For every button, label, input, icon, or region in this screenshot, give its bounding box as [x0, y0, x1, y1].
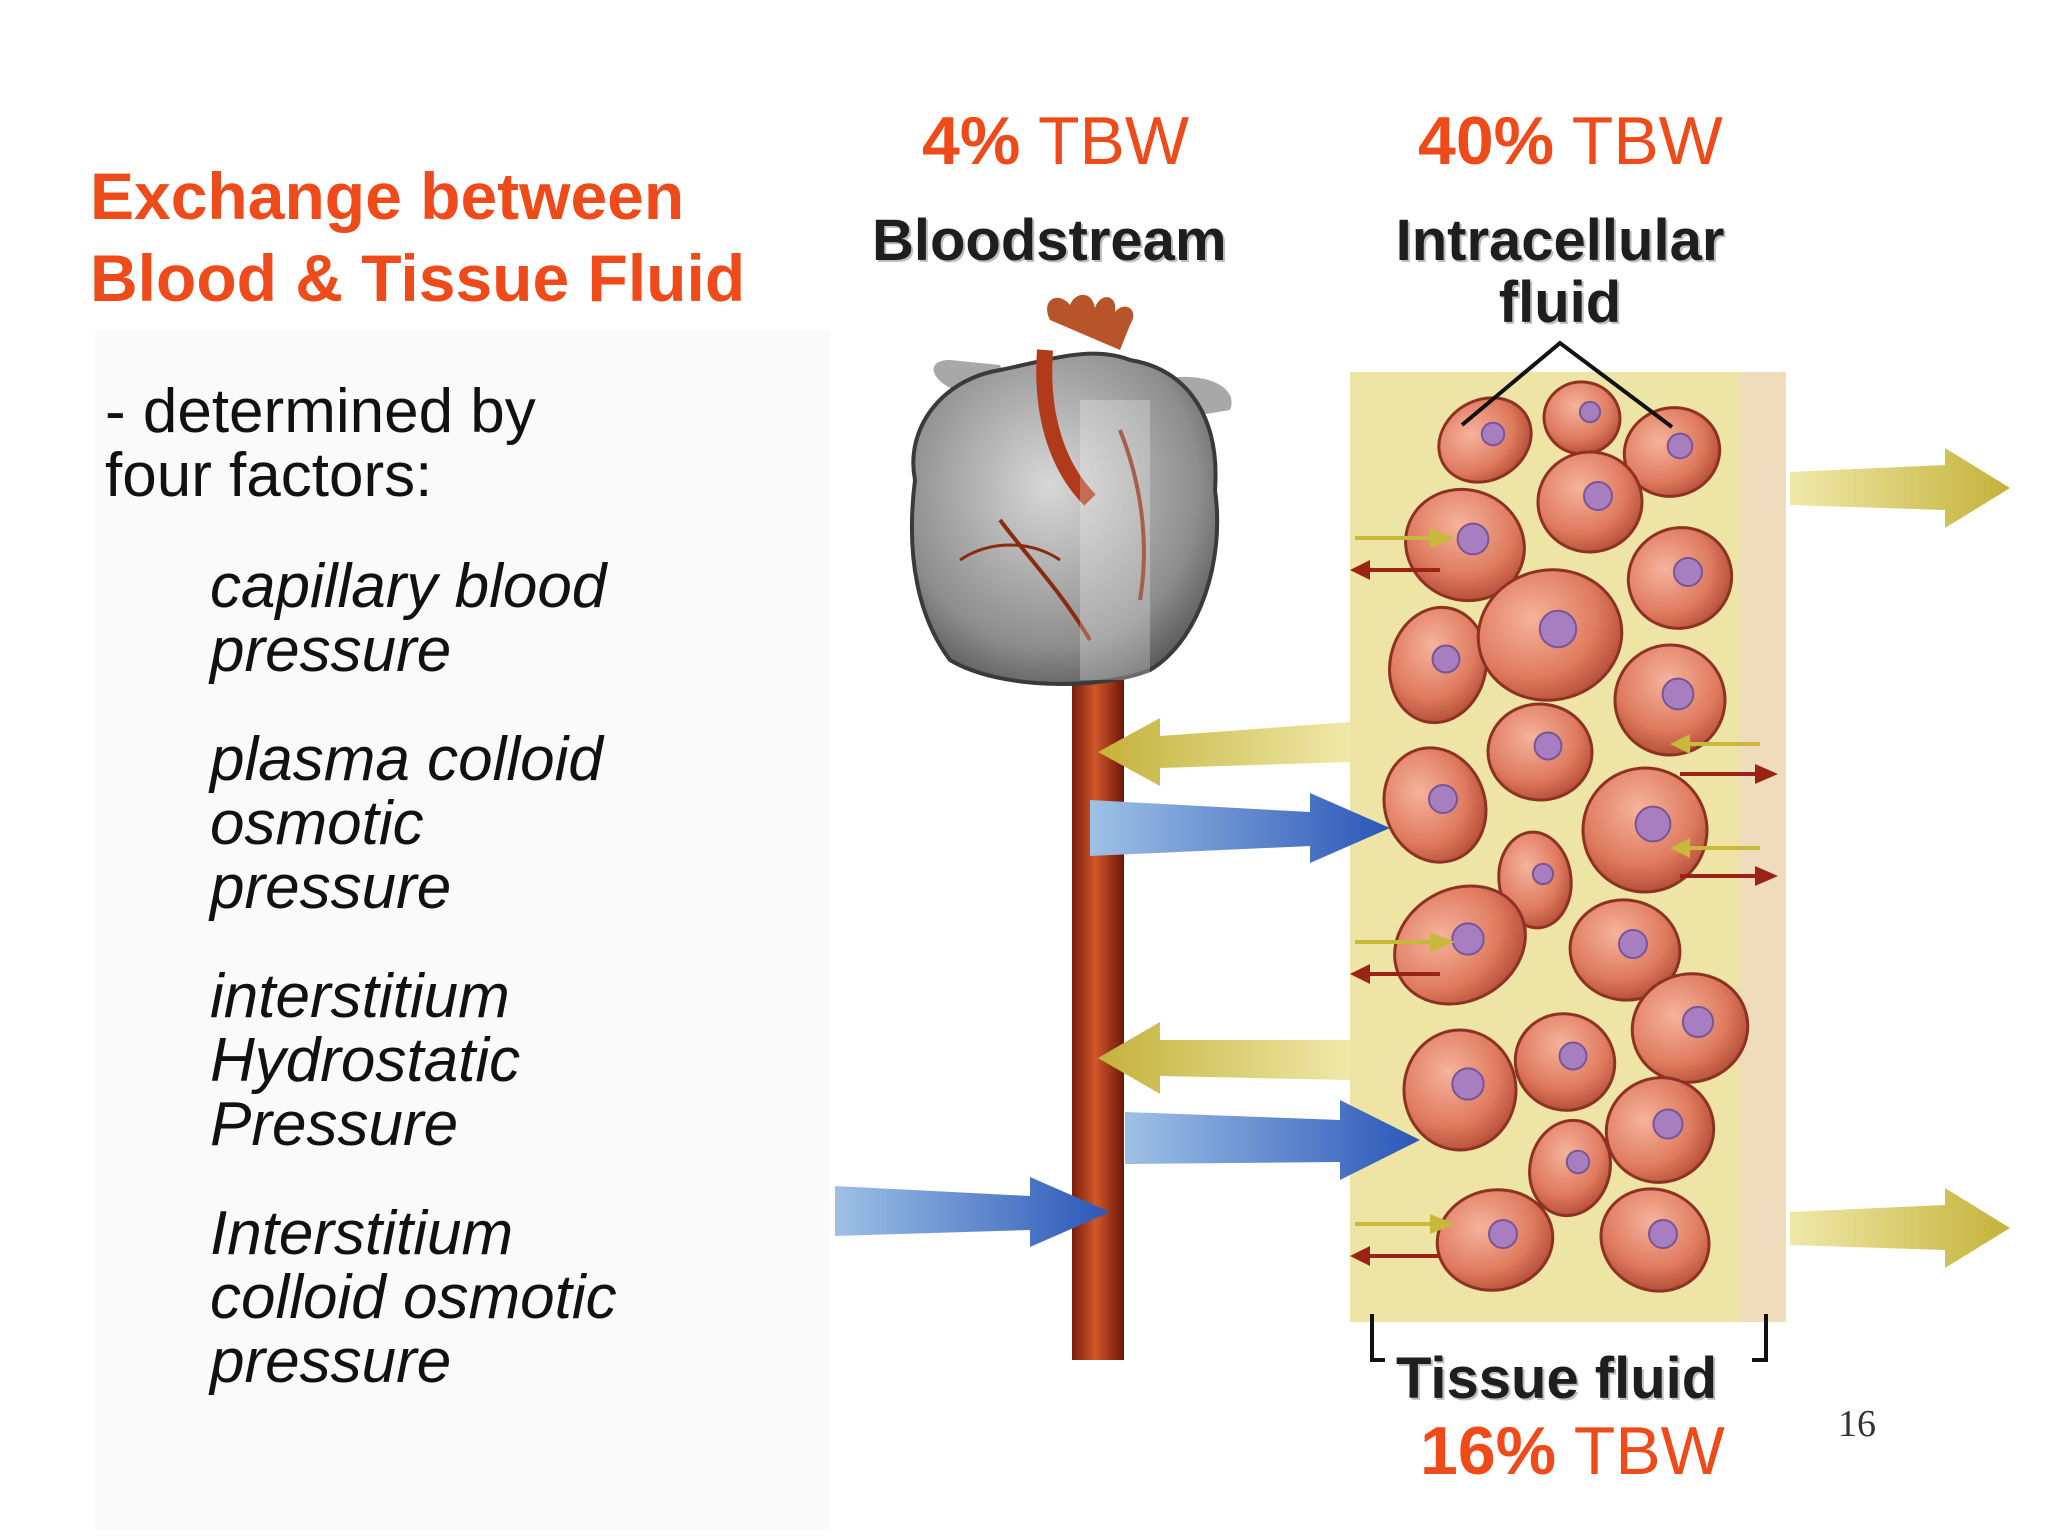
tissue-pct-value: 16%	[1420, 1413, 1557, 1489]
cell	[1568, 898, 1682, 1002]
factor-list: capillary blood pressure plasma colloid …	[210, 555, 830, 1439]
factor-line: pressure	[210, 853, 452, 922]
cell	[1599, 1187, 1711, 1293]
cell-nucleus	[1681, 1005, 1715, 1039]
cell	[1404, 487, 1526, 603]
cell	[1402, 1028, 1518, 1152]
intracellular-fluid-label: Intracellular fluid	[1390, 210, 1730, 334]
factor-line: Pressure	[210, 1090, 459, 1159]
factor-line: pressure	[210, 616, 452, 685]
cell	[1497, 830, 1573, 930]
factor-interstitium-hydrostatic-pressure: interstitium Hydrostatic Pressure	[210, 965, 830, 1157]
cell	[1536, 450, 1644, 554]
cell-nucleus	[1456, 522, 1490, 556]
cell-nucleus	[1666, 432, 1694, 460]
cell-nucleus	[1558, 1041, 1588, 1071]
cell-tbw-percent: 40% TBW	[1418, 102, 1723, 180]
cell	[1542, 380, 1622, 456]
factor-line: colloid osmotic	[210, 1263, 617, 1332]
cell	[1604, 1076, 1716, 1184]
tissue-tbw-percent: 16% TBW	[1420, 1412, 1725, 1490]
cell-nucleus	[1531, 862, 1555, 886]
cell-nucleus	[1661, 677, 1695, 711]
tissue-pct-unit: TBW	[1573, 1413, 1725, 1489]
cell-nucleus	[1618, 929, 1648, 959]
factor-interstitium-colloid-osmotic-pressure: Interstitium colloid osmotic pressure	[210, 1202, 830, 1394]
cell	[1486, 702, 1594, 802]
blue-arrow	[1125, 1100, 1420, 1180]
intracellular-pointer	[1460, 340, 1674, 429]
intracellular-line-2: fluid	[1498, 270, 1622, 335]
cell	[1622, 406, 1722, 498]
factor-line: osmotic	[210, 789, 424, 858]
page-number: 16	[1838, 1403, 1876, 1445]
cell	[1476, 568, 1624, 702]
cell-nucleus	[1533, 731, 1563, 761]
cell-nucleus	[1578, 400, 1602, 424]
intracellular-line-1: Intracellular	[1395, 208, 1725, 273]
cell-nucleus	[1451, 922, 1485, 956]
cell-pct-unit: TBW	[1571, 103, 1723, 179]
cell-nucleus	[1480, 421, 1506, 447]
slide-title: Exchange between Blood & Tissue Fluid	[90, 155, 850, 319]
cell	[1382, 746, 1488, 864]
title-line-2: Blood & Tissue Fluid	[90, 241, 746, 315]
blood-pct-unit: TBW	[1037, 103, 1190, 179]
cell-nucleus	[1673, 557, 1703, 587]
cell	[1513, 1012, 1617, 1112]
intro-line-2: four factors:	[105, 441, 433, 510]
exchange-arrows	[835, 448, 2010, 1268]
blue-arrow	[835, 1177, 1110, 1247]
cell-nucleus	[1583, 481, 1613, 511]
factor-capillary-blood-pressure: capillary blood pressure	[210, 555, 830, 683]
tissue-fluid-label: Tissue fluid	[1396, 1346, 1718, 1411]
text-panel-background	[95, 330, 830, 1530]
tissue-fluid-bracket	[1370, 1314, 1768, 1362]
title-line-1: Exchange between	[90, 159, 685, 233]
yellow-arrow	[1098, 718, 1350, 786]
blue-arrow	[1090, 793, 1390, 863]
factor-line: Hydrostatic	[210, 1026, 521, 1095]
heart-illustration	[909, 294, 1232, 686]
intro-line-1: - determined by	[105, 377, 536, 446]
cell	[1437, 396, 1533, 484]
cell-illustration	[1382, 380, 1750, 1293]
cell-pct-value: 40%	[1418, 103, 1555, 179]
yellow-arrow	[1098, 1022, 1350, 1094]
factor-line: capillary blood	[210, 552, 607, 621]
cell	[1435, 1188, 1555, 1292]
factor-line: Interstitium	[210, 1199, 514, 1268]
cell-nucleus	[1652, 1108, 1684, 1140]
cell-nucleus	[1538, 609, 1578, 649]
cell	[1388, 605, 1488, 725]
cell-nucleus	[1634, 805, 1672, 843]
cell-nucleus	[1565, 1149, 1591, 1175]
cell-nucleus	[1428, 784, 1458, 814]
cell	[1630, 972, 1750, 1084]
small-exchange-arrows	[1350, 528, 1778, 1266]
factor-line: interstitium	[210, 962, 510, 1031]
cell-nucleus	[1451, 1067, 1485, 1101]
blood-pct-value: 4%	[922, 103, 1021, 179]
yellow-arrow	[1790, 448, 2010, 528]
cell	[1581, 766, 1709, 894]
cell-nucleus	[1488, 1219, 1518, 1249]
blood-tbw-percent: 4% TBW	[922, 102, 1189, 180]
yellow-arrow	[1790, 1188, 2010, 1268]
cell-nucleus	[1648, 1219, 1678, 1249]
intro-text: - determined by four factors:	[105, 380, 825, 508]
cell	[1528, 1118, 1612, 1218]
cell	[1626, 526, 1734, 630]
bloodstream-label: Bloodstream	[872, 208, 1227, 273]
factor-line: plasma colloid	[210, 725, 603, 794]
factor-plasma-colloid-osmotic-pressure: plasma colloid osmotic pressure	[210, 728, 830, 920]
cell	[1613, 643, 1727, 757]
factor-line: pressure	[210, 1327, 452, 1396]
cell-nucleus	[1431, 644, 1461, 674]
